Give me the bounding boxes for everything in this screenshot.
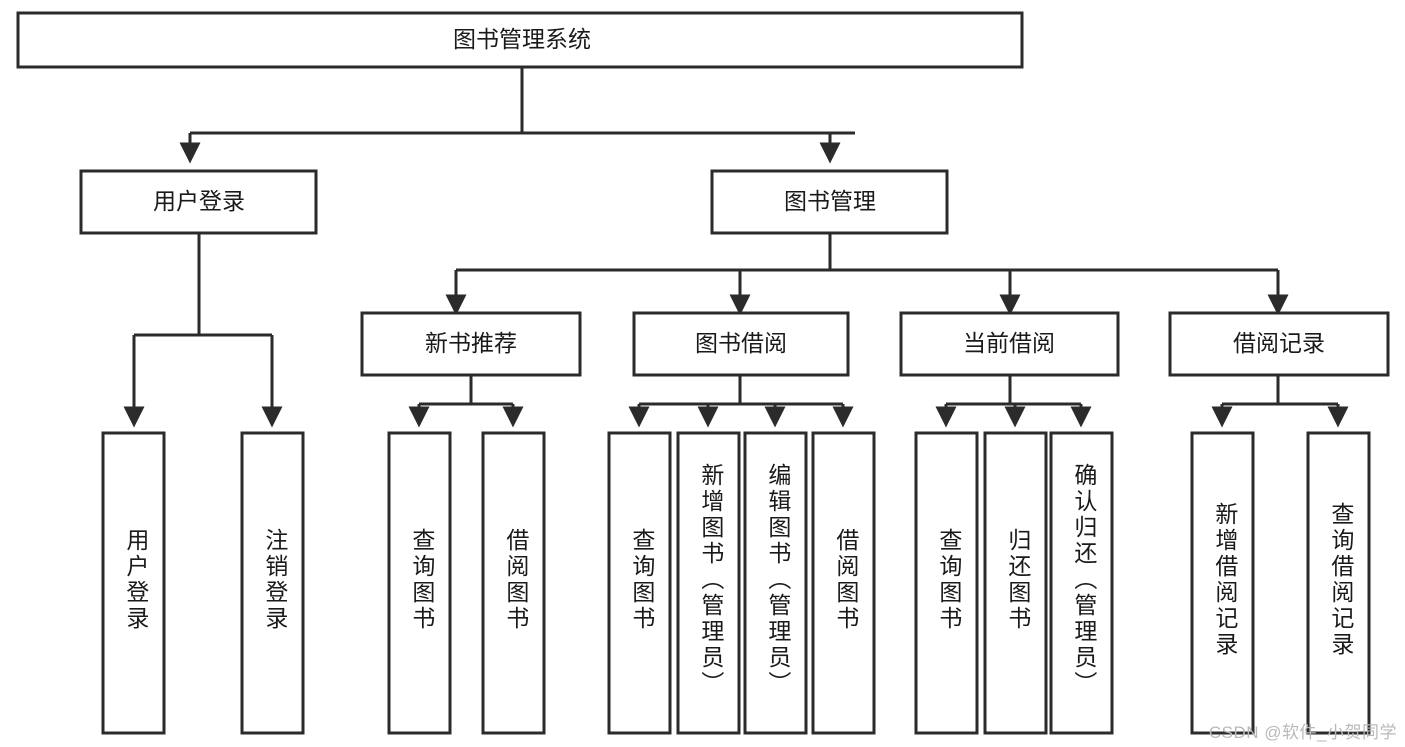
node-root[interactable]: 图书管理系统 bbox=[16, 11, 1024, 69]
node-user-login-box[interactable] bbox=[79, 169, 318, 235]
leaf-current-borrow-confirm[interactable]: 确认归还（管理员） bbox=[1049, 431, 1114, 735]
leaf-box[interactable] bbox=[1049, 431, 1114, 735]
leaf-box[interactable] bbox=[811, 431, 876, 735]
leaf-box[interactable] bbox=[983, 431, 1048, 735]
node-root-label: 图书管理系统 bbox=[453, 26, 591, 52]
leaf-label: 归还图书 bbox=[1005, 528, 1032, 632]
leaf-label: 编辑图书（管理员） bbox=[765, 463, 792, 697]
leaf-box[interactable] bbox=[743, 431, 808, 735]
leaf-label: 查询借阅记录 bbox=[1328, 502, 1355, 658]
node-book-borrow-box[interactable] bbox=[632, 311, 850, 377]
leaf-new-book-query[interactable]: 查询图书 bbox=[387, 431, 452, 735]
node-user-login-label: 用户登录 bbox=[153, 188, 245, 214]
node-user-login[interactable]: 用户登录 bbox=[79, 169, 318, 235]
node-book-management[interactable]: 图书管理 bbox=[710, 169, 949, 235]
node-book-borrow-label: 图书借阅 bbox=[695, 330, 787, 356]
leaf-book-borrow-query[interactable]: 查询图书 bbox=[607, 431, 672, 735]
leaf-box[interactable] bbox=[240, 431, 305, 735]
connector-group bbox=[123, 68, 1349, 428]
leaf-user-login-login[interactable]: 用户登录 bbox=[101, 431, 166, 735]
leaf-label: 查询图书 bbox=[409, 528, 436, 632]
leaf-box[interactable] bbox=[676, 431, 741, 735]
leaf-current-borrow-return[interactable]: 归还图书 bbox=[983, 431, 1048, 735]
node-root-box[interactable] bbox=[16, 11, 1024, 69]
leaf-borrow-record-add[interactable]: 新增借阅记录 bbox=[1190, 431, 1255, 735]
node-borrow-record-box[interactable] bbox=[1168, 311, 1390, 377]
leaf-borrow-record-query[interactable]: 查询借阅记录 bbox=[1306, 431, 1371, 735]
node-book-management-box[interactable] bbox=[710, 169, 949, 235]
leaf-box[interactable] bbox=[1190, 431, 1255, 735]
node-new-book-recommend[interactable]: 新书推荐 bbox=[360, 311, 582, 377]
leaf-label: 借阅图书 bbox=[503, 528, 530, 632]
leaf-book-borrow-borrow[interactable]: 借阅图书 bbox=[811, 431, 876, 735]
node-borrow-record[interactable]: 借阅记录 bbox=[1168, 311, 1390, 377]
node-new-book-recommend-box[interactable] bbox=[360, 311, 582, 377]
node-new-book-recommend-label: 新书推荐 bbox=[425, 330, 517, 356]
leaf-box[interactable] bbox=[914, 431, 979, 735]
node-borrow-record-label: 借阅记录 bbox=[1233, 330, 1325, 356]
leaf-label: 借阅图书 bbox=[833, 528, 860, 632]
node-current-borrow-label: 当前借阅 bbox=[963, 330, 1055, 356]
node-current-borrow[interactable]: 当前借阅 bbox=[899, 311, 1120, 377]
leaf-label: 注销登录 bbox=[262, 528, 289, 632]
leaf-box[interactable] bbox=[607, 431, 672, 735]
leaf-user-login-logout[interactable]: 注销登录 bbox=[240, 431, 305, 735]
leaf-new-book-borrow[interactable]: 借阅图书 bbox=[481, 431, 546, 735]
watermark-text: CSDN @软件_小贺同学 bbox=[1208, 723, 1397, 742]
leaf-label: 新增图书（管理员） bbox=[698, 463, 725, 697]
leaf-box[interactable] bbox=[481, 431, 546, 735]
node-current-borrow-box[interactable] bbox=[899, 311, 1120, 377]
leaf-current-borrow-query[interactable]: 查询图书 bbox=[914, 431, 979, 735]
leaf-book-borrow-edit[interactable]: 编辑图书（管理员） bbox=[743, 431, 808, 735]
leaf-label: 新增借阅记录 bbox=[1212, 502, 1239, 658]
leaf-label: 查询图书 bbox=[629, 528, 656, 632]
leaf-label: 确认归还（管理员） bbox=[1071, 463, 1098, 697]
leaf-box[interactable] bbox=[101, 431, 166, 735]
leaf-box[interactable] bbox=[387, 431, 452, 735]
leaf-label: 查询图书 bbox=[936, 528, 963, 632]
node-book-management-label: 图书管理 bbox=[784, 188, 876, 214]
leaf-book-borrow-add[interactable]: 新增图书（管理员） bbox=[676, 431, 741, 735]
node-book-borrow[interactable]: 图书借阅 bbox=[632, 311, 850, 377]
leaf-box[interactable] bbox=[1306, 431, 1371, 735]
leaf-label: 用户登录 bbox=[123, 528, 150, 632]
